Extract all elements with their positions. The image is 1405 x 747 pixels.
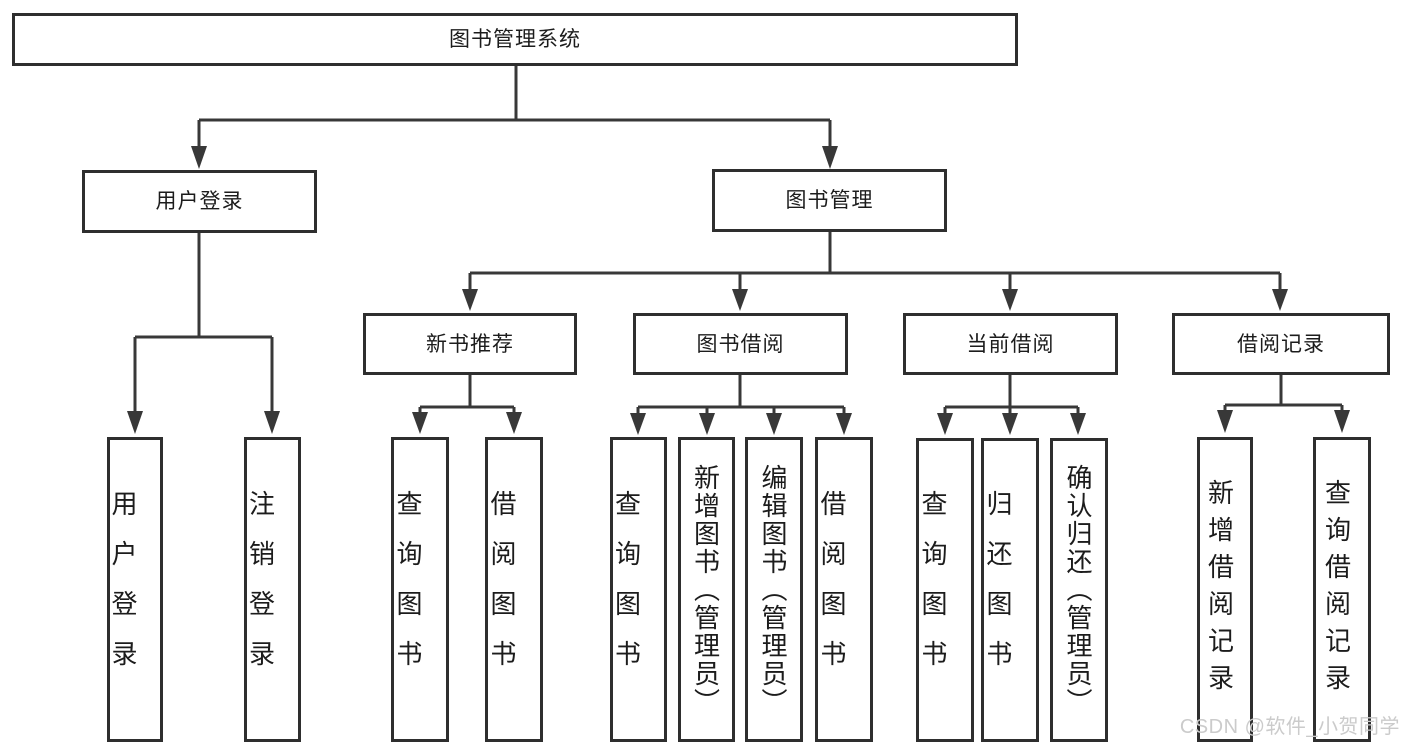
node-book-management-label: 图书管理: [785, 189, 874, 212]
leaf-borrowing-query-books-label: 查询图书: [611, 489, 642, 690]
arrow-down-icon: [412, 412, 428, 434]
arrow-down-icon: [1002, 289, 1018, 311]
leaf-borrowing-borrow-books: 借阅图书: [815, 437, 873, 742]
leaf-current-confirm-return-admin-label: 确认归还（管理员）: [1063, 464, 1093, 716]
node-current-borrowing-label: 当前借阅: [966, 332, 1055, 356]
leaf-records-add-record-label: 新增借阅记录: [1204, 478, 1235, 701]
leaf-records-query-record-label: 查询借阅记录: [1321, 478, 1352, 701]
node-borrowing-records: 借阅记录: [1172, 313, 1390, 375]
node-root-label: 图书管理系统: [449, 28, 581, 51]
connector-root: [197, 66, 832, 150]
leaf-records-add-record: 新增借阅记录: [1197, 437, 1253, 742]
leaf-newbooks-query-books-label: 查询图书: [393, 489, 423, 690]
arrow-down-icon: [630, 413, 646, 435]
leaf-borrowing-edit-books-admin: 编辑图书（管理员）: [745, 437, 803, 742]
arrow-down-icon: [699, 413, 715, 435]
leaf-current-query-books: 查询图书: [916, 438, 974, 742]
arrow-down-icon: [462, 289, 478, 311]
connector-records: [1223, 375, 1344, 413]
leaf-borrowing-borrow-books-label: 借阅图书: [817, 489, 847, 690]
leaf-logout-login: 注销登录: [244, 437, 301, 742]
arrow-down-icon: [766, 413, 782, 435]
leaf-borrowing-query-books: 查询图书: [610, 437, 667, 742]
leaf-newbooks-borrow-books: 借阅图书: [485, 437, 543, 742]
arrow-down-icon: [506, 412, 522, 434]
node-book-borrowing: 图书借阅: [633, 313, 848, 375]
connector-user-login: [133, 232, 274, 415]
leaf-newbooks-borrow-books-label: 借阅图书: [487, 489, 517, 690]
leaf-records-query-record: 查询借阅记录: [1313, 437, 1371, 742]
node-new-book-recommend: 新书推荐: [363, 313, 577, 375]
arrow-down-icon: [1002, 413, 1018, 435]
node-new-book-recommend-label: 新书推荐: [426, 332, 514, 356]
leaf-user-login: 用户登录: [107, 437, 163, 742]
csdn-watermark: CSDN @软件_小贺同学: [1179, 716, 1400, 738]
node-user-login-label: 用户登录: [155, 190, 244, 213]
arrow-down-icon: [1070, 413, 1086, 435]
leaf-current-return-books-label: 归还图书: [983, 490, 1013, 690]
node-user-login: 用户登录: [82, 170, 317, 233]
arrow-down-icon: [191, 146, 207, 169]
arrow-down-icon: [1217, 410, 1233, 433]
leaf-borrowing-add-books-admin: 新增图书（管理员）: [678, 437, 735, 742]
connector-borrowing: [636, 375, 846, 415]
leaf-user-login-label: 用户登录: [108, 489, 138, 690]
leaf-newbooks-query-books: 查询图书: [391, 437, 449, 742]
arrow-down-icon: [127, 411, 143, 434]
arrow-down-icon: [732, 289, 748, 311]
leaf-current-query-books-label: 查询图书: [918, 490, 948, 690]
leaf-current-return-books: 归还图书: [981, 438, 1039, 742]
arrow-down-icon: [1334, 410, 1350, 433]
arrow-down-icon: [937, 413, 953, 435]
connector-current: [943, 375, 1080, 415]
connector-new-books: [418, 375, 516, 414]
arrow-down-icon: [264, 411, 280, 434]
arrow-down-icon: [1272, 289, 1288, 311]
leaf-current-confirm-return-admin: 确认归还（管理员）: [1050, 438, 1108, 742]
node-book-management: 图书管理: [712, 169, 947, 232]
node-current-borrowing: 当前借阅: [903, 313, 1118, 375]
node-book-borrowing-label: 图书借阅: [696, 332, 785, 356]
node-root: 图书管理系统: [12, 13, 1018, 66]
leaf-borrowing-add-books-admin-label: 新增图书（管理员）: [690, 463, 721, 716]
node-borrowing-records-label: 借阅记录: [1237, 332, 1325, 356]
arrow-down-icon: [822, 146, 838, 169]
leaf-logout-login-label: 注销登录: [245, 489, 276, 690]
connector-book-mgmt: [468, 232, 1282, 292]
arrow-down-icon: [836, 413, 852, 435]
leaf-borrowing-edit-books-admin-label: 编辑图书（管理员）: [758, 463, 788, 716]
